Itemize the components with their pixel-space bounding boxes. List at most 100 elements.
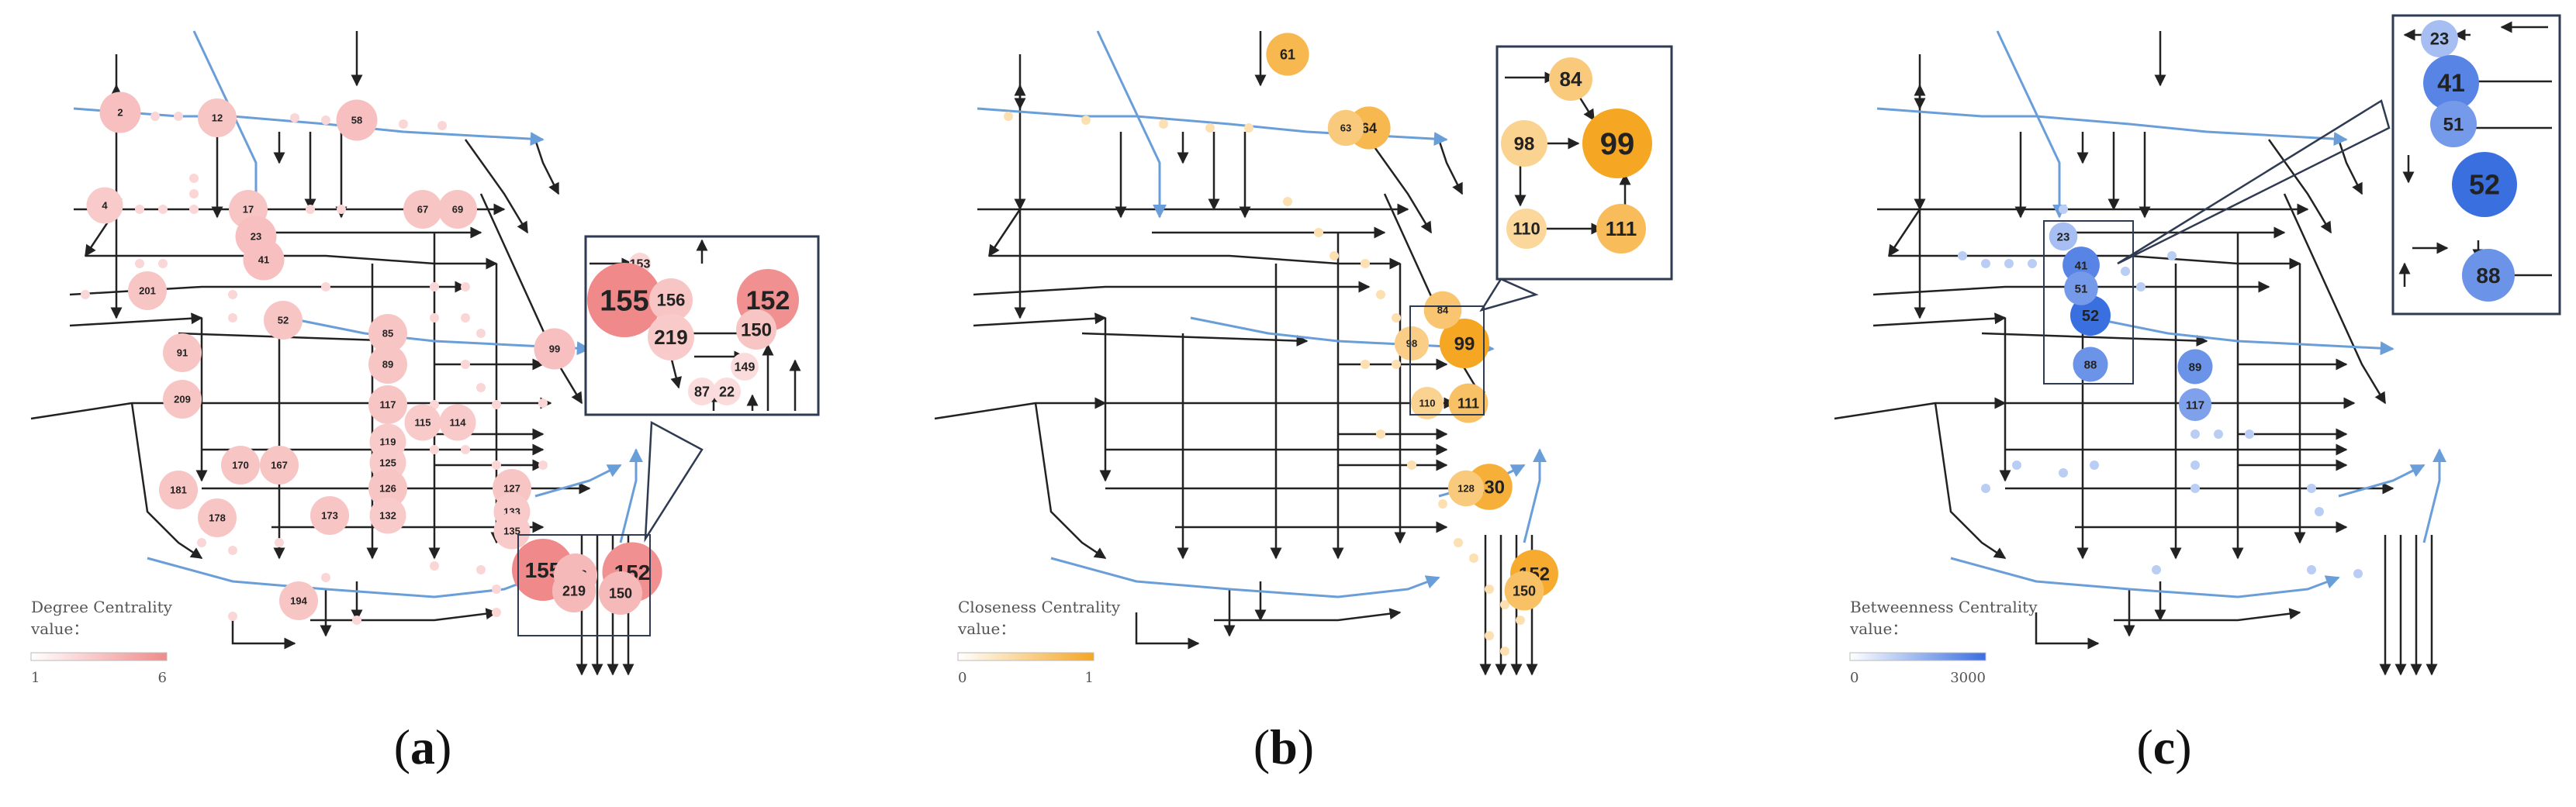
small-node: [437, 121, 447, 130]
node-23: 23: [2049, 222, 2078, 251]
pipe-edge: [1934, 402, 2007, 560]
small-node: [2152, 565, 2161, 574]
node-circle: [1327, 109, 1364, 147]
small-node: [321, 116, 330, 125]
node-circle: [649, 278, 693, 322]
small-node: [2028, 259, 2037, 268]
node-label: 41: [2075, 259, 2088, 272]
node-label: 173: [321, 510, 338, 522]
node-circle: [731, 353, 759, 381]
legend-subtitle: value：: [957, 619, 1015, 638]
small-node: [1283, 197, 1292, 206]
small-node: [1392, 360, 1401, 369]
node-99: 99: [1582, 109, 1652, 178]
small-node: [492, 460, 501, 470]
small-node: [337, 205, 346, 214]
legend-subtitle: value：: [30, 619, 88, 638]
small-node: [461, 313, 470, 322]
small-node: [228, 612, 237, 621]
node-label: 23: [2430, 29, 2449, 49]
panel-b: 6164991301521118463150128981108499981101…: [934, 30, 1673, 774]
small-node: [1981, 484, 1990, 493]
node-149: 149: [731, 353, 759, 381]
small-node: [492, 608, 501, 617]
legend-title: Closeness Centrality: [958, 598, 1121, 616]
small-node: [461, 445, 470, 454]
node-circle: [2070, 295, 2111, 336]
small-node: [1500, 647, 1509, 656]
panel-letter: a: [410, 719, 435, 774]
small-node: [197, 538, 206, 547]
node-circle: [736, 309, 776, 350]
small-node: [2059, 468, 2068, 478]
node-circle: [2423, 55, 2479, 111]
node-label: 23: [2057, 230, 2070, 243]
node-63: 63: [1327, 109, 1364, 147]
node-circle: [159, 471, 198, 509]
node-label: 58: [351, 115, 362, 126]
node-91: 91: [163, 333, 202, 372]
node-67: 67: [403, 190, 442, 229]
small-node: [228, 313, 237, 322]
node-12: 12: [198, 98, 237, 137]
small-node: [306, 205, 315, 214]
node-label: 88: [2476, 264, 2500, 288]
node-circle: [99, 91, 141, 133]
legend-min: 0: [1850, 670, 1859, 686]
node-circle: [404, 404, 441, 441]
inset-source-box: [1409, 305, 1485, 416]
pipe-edge-main: [1523, 448, 1547, 543]
inset-source-box: [517, 534, 651, 636]
node-label: 41: [2437, 69, 2465, 97]
pipe-edge: [1889, 254, 2301, 270]
node-label: 52: [2469, 169, 2500, 201]
node-label: 201: [139, 285, 156, 297]
node-128: 128: [1447, 470, 1485, 507]
node-circle: [368, 469, 407, 508]
small-node: [1205, 123, 1215, 133]
node-label: 119: [380, 436, 396, 448]
node-label: 87: [694, 384, 710, 399]
node-circle: [163, 333, 202, 372]
node-2: 2: [99, 91, 141, 133]
callout-arrow: [2117, 99, 2391, 265]
node-label: 67: [417, 204, 428, 216]
small-node: [2012, 460, 2021, 470]
pipe-edge: [534, 139, 560, 195]
paren-open: (: [394, 719, 410, 774]
node-label: 23: [251, 231, 261, 243]
node-label: 167: [271, 460, 288, 471]
node-label: 114: [450, 417, 467, 429]
node-circle: [2064, 271, 2098, 305]
small-node: [2315, 507, 2324, 516]
node-label: 51: [2443, 114, 2464, 135]
node-label: 117: [2186, 398, 2204, 412]
node-circle: [243, 239, 285, 281]
pipe-edge: [987, 209, 1022, 257]
node-label: 89: [382, 359, 393, 371]
node-label: 61: [1280, 47, 1295, 62]
node-circle: [163, 380, 202, 419]
pipe-edge: [130, 402, 203, 560]
small-node: [135, 205, 144, 214]
node-label: 125: [379, 457, 396, 469]
node-52: 52: [2070, 295, 2111, 336]
node-135: 135: [493, 512, 531, 550]
small-node: [174, 112, 183, 121]
node-circle: [279, 581, 318, 620]
small-node: [1361, 360, 1370, 369]
small-node: [2307, 565, 2316, 574]
node-23: 23: [2421, 20, 2458, 57]
node-label: 91: [177, 347, 188, 359]
small-node: [2167, 251, 2177, 260]
pipe-edge: [85, 254, 498, 270]
node-label: 128: [1457, 483, 1475, 495]
node-label: 52: [2082, 308, 2099, 325]
pipe-edge: [1887, 209, 1921, 257]
node-111: 111: [1448, 383, 1489, 423]
node-circle: [438, 190, 477, 229]
